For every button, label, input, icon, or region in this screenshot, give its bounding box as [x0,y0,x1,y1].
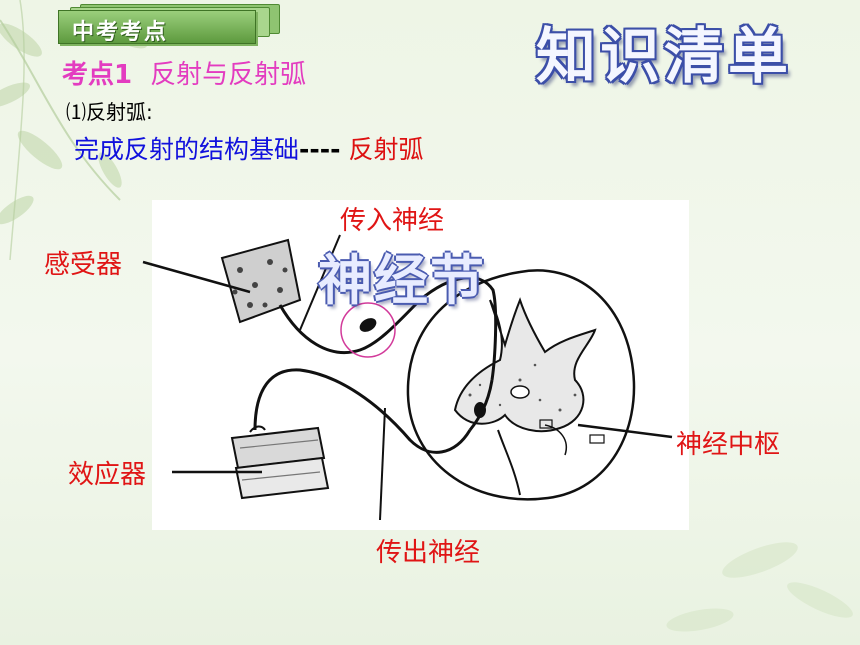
effector-icon [230,425,330,500]
topic-number: 考点1 [62,60,133,90]
center-leader [577,423,673,439]
section-tab: 中考考点 [58,4,280,45]
afferent-nerve-path [278,276,498,381]
page-title: 知识清单 [536,22,792,92]
definition-dash: ---- [299,135,341,164]
definition-line: 完成反射的结构基础---- 反射弧 [74,130,424,166]
efferent-leader [379,407,386,521]
definition-text: 完成反射的结构基础 [74,135,300,164]
receptor-icon [220,238,302,324]
definition-term: 反射弧 [348,135,424,164]
ganglion-highlight [340,302,396,358]
section-tab-label: 中考考点 [72,20,169,45]
subheading: ⑴反射弧: [66,100,153,124]
efferent-nerve-path [253,368,472,454]
topic-heading: 考点1 反射与反射弧 [62,54,306,91]
gray-matter [453,297,597,433]
label-effector: 效应器 [68,460,147,490]
label-receptor: 感受器 [44,250,123,280]
label-nerve-center: 神经中枢 [676,430,781,460]
label-efferent-nerve: 传出神经 [376,538,481,568]
label-afferent-nerve: 传入神经 [340,206,445,236]
receptor-leader [142,260,251,294]
afferent-leader [299,234,341,331]
ganglion-icon [359,318,377,332]
topic-title: 反射与反射弧 [150,60,307,90]
label-ganglion: 神经节 [318,249,486,312]
